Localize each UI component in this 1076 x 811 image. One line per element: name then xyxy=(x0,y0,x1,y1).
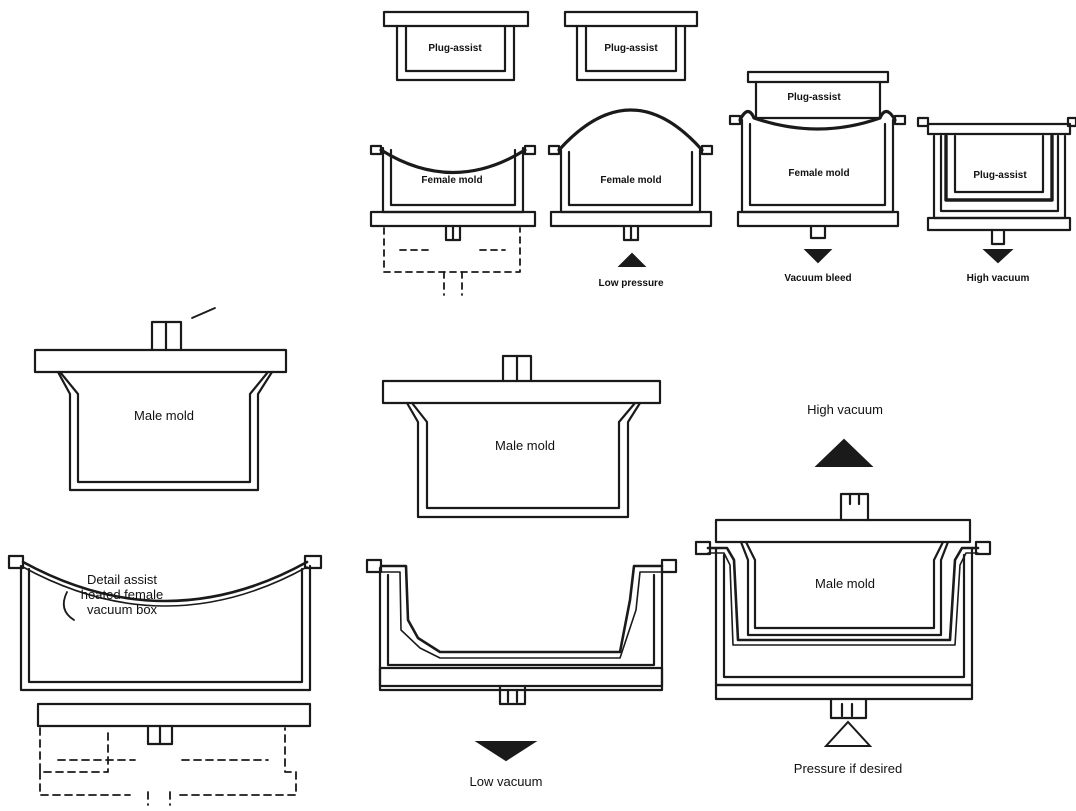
high-vacuum-arrow-icon xyxy=(985,250,1011,262)
plug-assist-label-1: Plug-assist xyxy=(428,43,482,54)
female-mold-label-1: Female mold xyxy=(421,175,482,186)
low-vacuum-arrow-icon xyxy=(478,742,534,760)
plug-assist-label-2: Plug-assist xyxy=(604,43,658,54)
low-vacuum-label: Low vacuum xyxy=(470,774,543,789)
vacuum-bleed-label: Vacuum bleed xyxy=(784,273,851,284)
pressure-if-desired-label: Pressure if desired xyxy=(794,761,902,776)
detail-assist-label-line2: heated female xyxy=(81,587,163,602)
low-pressure-arrow-icon xyxy=(620,254,644,266)
female-mold-label-3: Female mold xyxy=(788,168,849,179)
detail-assist-label-line3: vacuum box xyxy=(87,602,158,617)
female-mold-low-vacuum xyxy=(367,560,676,704)
male-mold-label-1: Male mold xyxy=(134,408,194,423)
plug-assist-label-3: Plug-assist xyxy=(787,92,841,103)
female-mold-label-2: Female mold xyxy=(600,175,661,186)
plug-assist-label-4: Plug-assist xyxy=(973,170,1027,181)
heated-female-vacuum-box xyxy=(9,556,321,805)
arrows xyxy=(478,250,1011,760)
high-vacuum-big-arrow-icon xyxy=(817,440,871,466)
vacuum-bleed-arrow-icon xyxy=(806,250,830,262)
male-mold-1 xyxy=(35,308,286,490)
detail-assist-label-line1: Detail assist xyxy=(87,572,157,587)
male-mold-label-3: Male mold xyxy=(815,576,875,591)
high-vacuum-label: High vacuum xyxy=(807,402,883,417)
female-mold-1 xyxy=(371,146,535,295)
male-mold-in-vacuum-box xyxy=(696,494,990,718)
low-pressure-label: Low pressure xyxy=(598,278,663,289)
male-mold-label-2: Male mold xyxy=(495,438,555,453)
pressure-arrow-icon xyxy=(826,722,870,746)
high-vacuum-label-small: High vacuum xyxy=(967,273,1030,284)
female-mold-plug-inserted xyxy=(918,118,1076,244)
male-mold-2 xyxy=(383,356,660,517)
